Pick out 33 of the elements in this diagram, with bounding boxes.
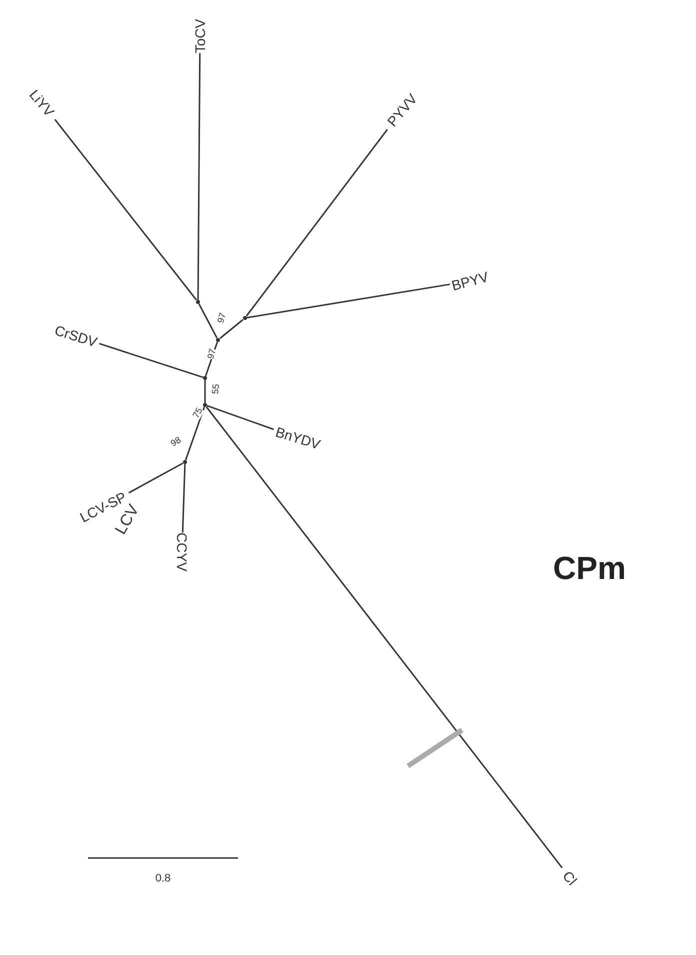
branch-node <box>183 460 187 464</box>
taxon-label: Cl <box>560 868 580 888</box>
taxon-label: BnYDV <box>274 424 322 452</box>
tree-branch <box>198 304 218 338</box>
bootstrap-value: 97 <box>206 348 218 360</box>
tree-branch <box>206 406 563 868</box>
scale-value: 0.8 <box>155 874 171 884</box>
panel-title: CPm <box>553 550 626 587</box>
bootstrap-value: 55 <box>211 384 221 394</box>
tree-branch <box>54 119 198 300</box>
branch-node <box>196 300 200 304</box>
bootstrap-value: 98 <box>169 436 183 448</box>
tree-branch <box>204 342 218 376</box>
tree-branch <box>185 406 205 460</box>
taxon-label: ToCV <box>192 18 208 54</box>
tree-branch <box>246 284 450 318</box>
tree-branch <box>182 464 186 533</box>
tree-branch <box>206 405 274 430</box>
tree-branch <box>128 462 184 494</box>
tree-branch <box>246 129 388 316</box>
bootstrap-value: 97 <box>216 312 228 324</box>
tree-branch <box>98 342 204 378</box>
taxon-label: BPYV <box>450 268 490 294</box>
branch-node <box>203 376 207 380</box>
bootstrap-value: 75 <box>192 406 204 420</box>
tree-branch <box>197 53 201 300</box>
taxon-label: CrSDV <box>52 322 100 350</box>
tree-branch <box>204 380 206 403</box>
taxon-label: CCYV <box>174 532 190 572</box>
branch-node <box>243 316 247 320</box>
branch-node <box>216 338 220 342</box>
branch-node <box>203 403 207 407</box>
tree-branch <box>220 319 244 339</box>
